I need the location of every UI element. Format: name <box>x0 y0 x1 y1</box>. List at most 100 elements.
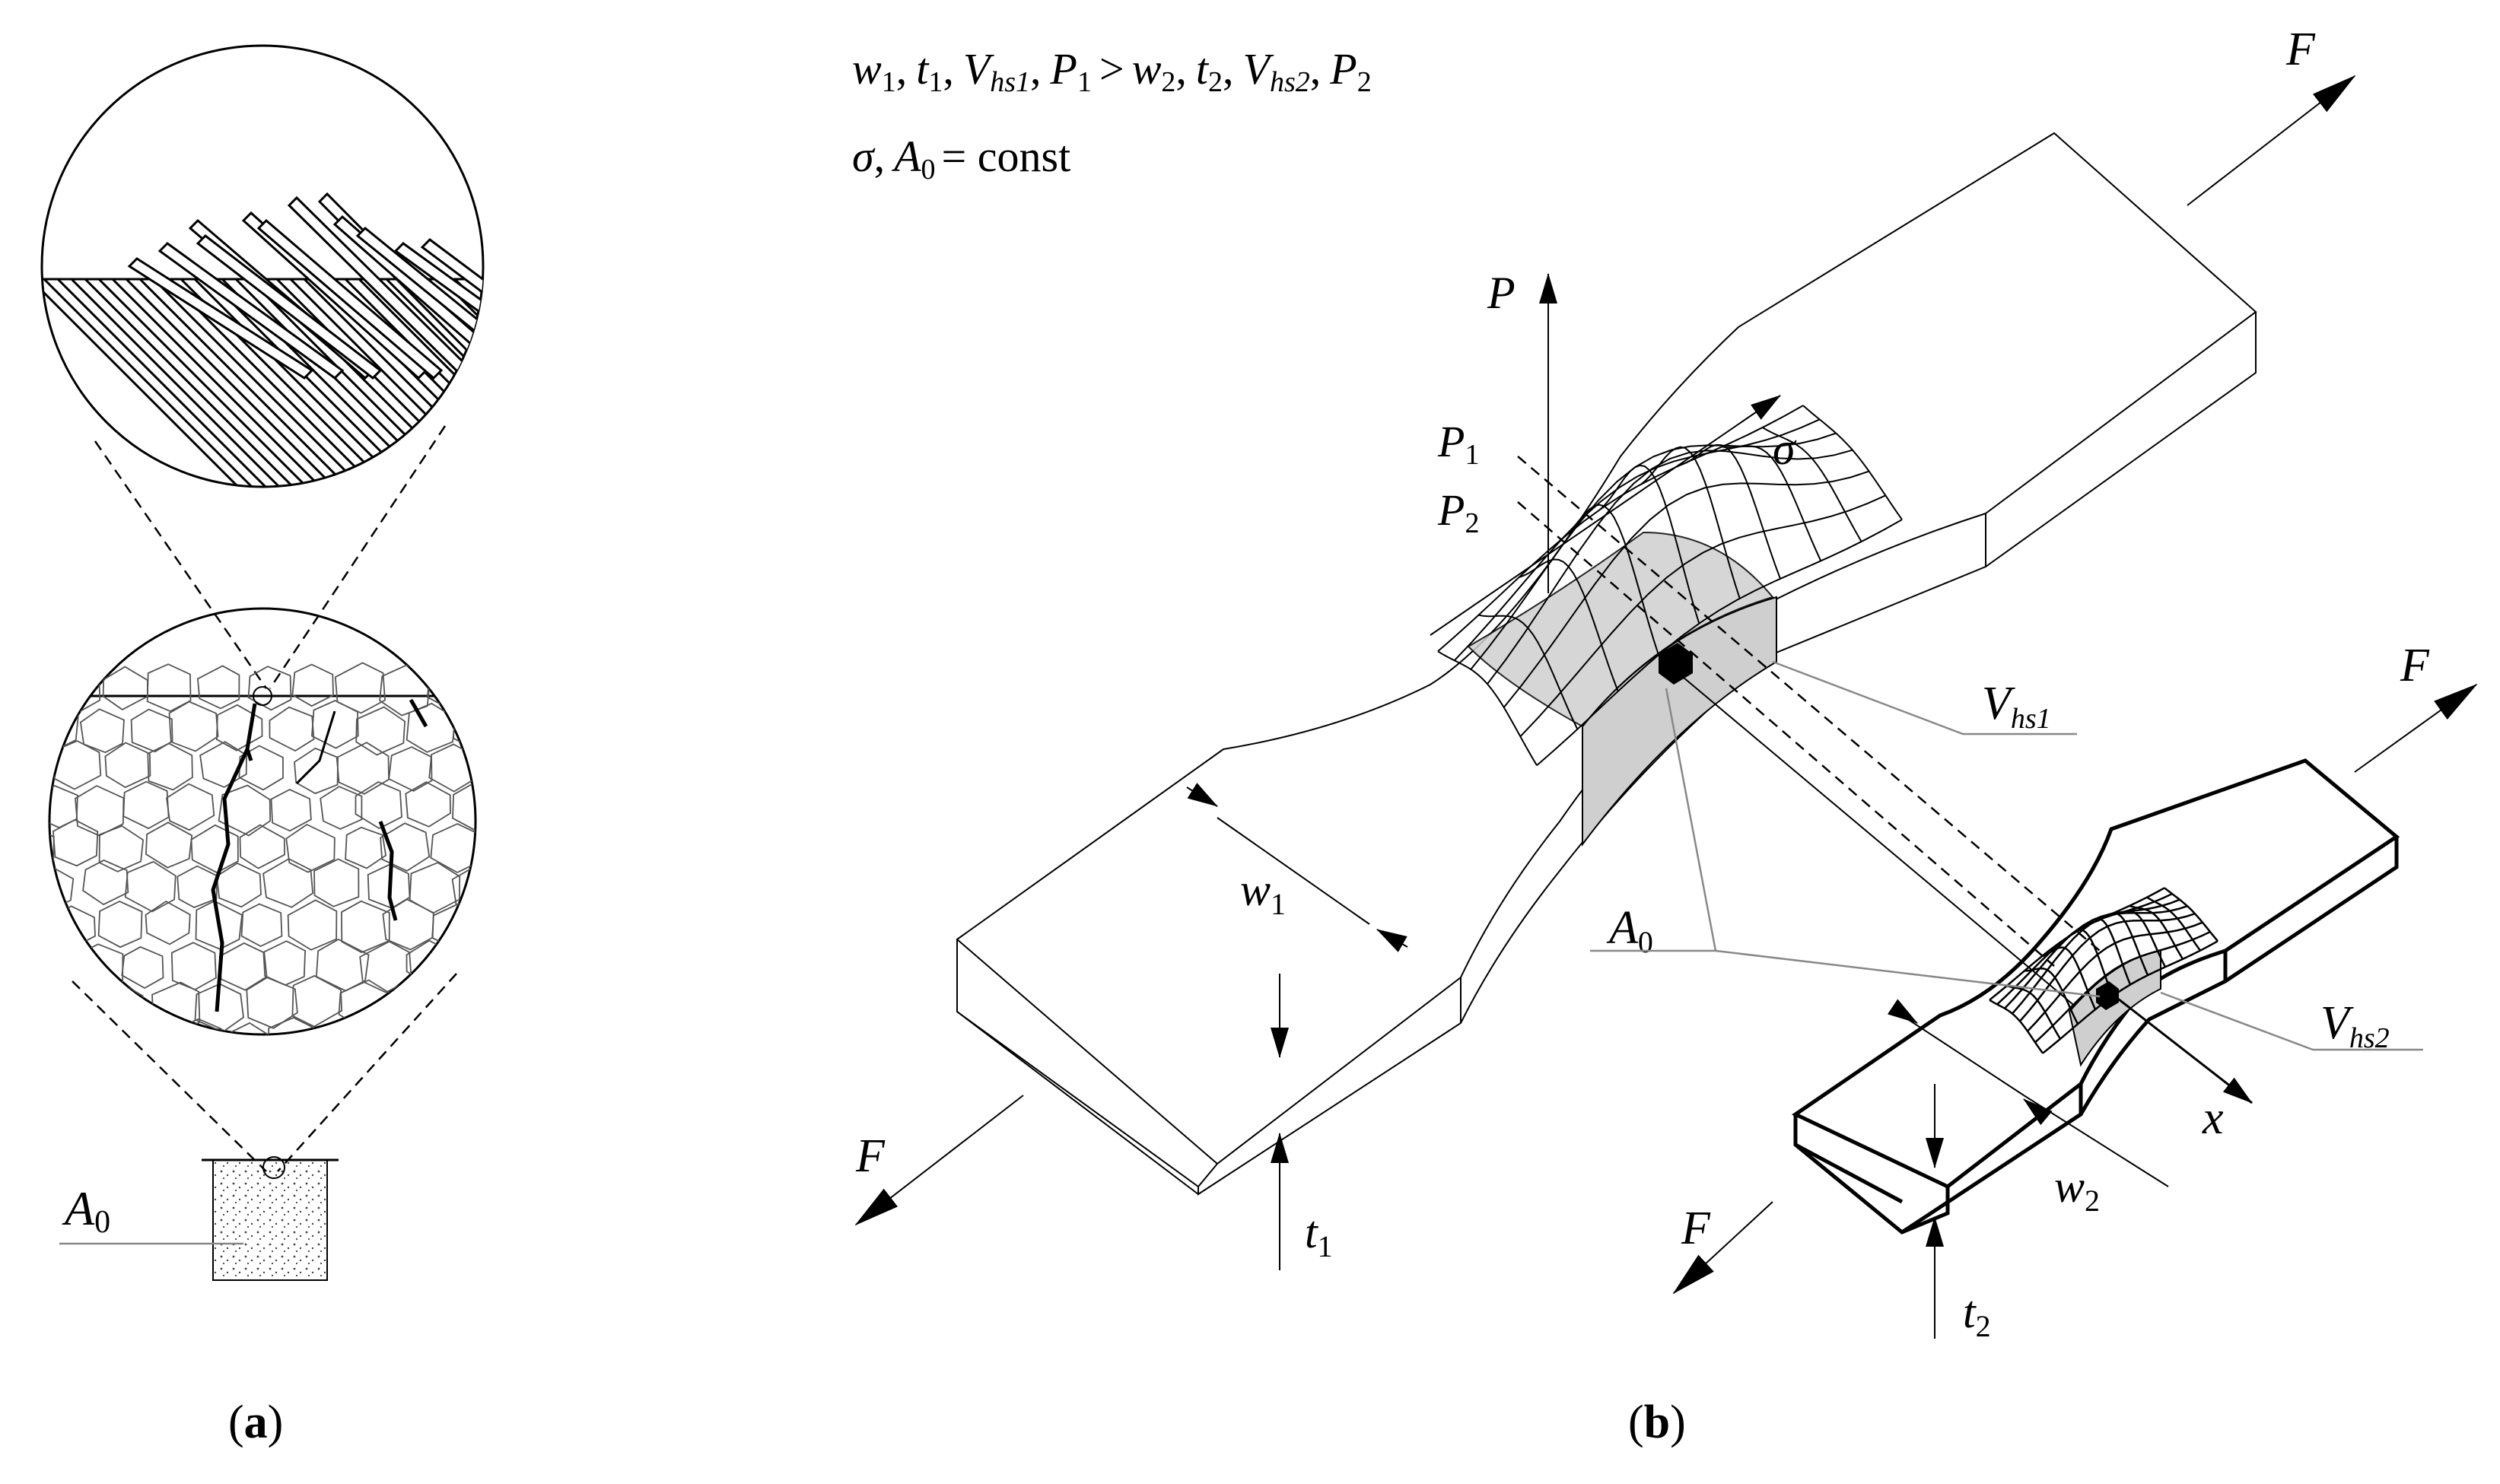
grain <box>146 663 192 713</box>
stress-mesh-small <box>1989 887 2219 1054</box>
element-cube-large <box>1659 643 1693 685</box>
grain <box>177 865 218 908</box>
axis-sigma-large <box>1430 395 1781 636</box>
axis-p-label: P <box>1487 268 1516 318</box>
grain <box>215 704 263 752</box>
grain <box>168 701 219 752</box>
large-front-face <box>1198 977 1462 1196</box>
axis-x <box>2114 995 2253 1104</box>
grain <box>313 858 360 907</box>
grain <box>382 898 434 951</box>
grain <box>49 864 75 910</box>
grain <box>83 1025 128 1034</box>
branch-crack <box>295 710 336 785</box>
grain <box>388 746 433 792</box>
slip-bands <box>42 192 483 487</box>
force-arrow-small-left <box>1672 1201 1773 1295</box>
grain <box>49 978 60 1031</box>
grain <box>170 942 217 990</box>
grain <box>244 1063 292 1111</box>
level-p1-label: P1 <box>1437 417 1479 471</box>
grain <box>383 1064 425 1106</box>
large-specimen: P σ P1 P2 w1 t1 F F V <box>854 24 2356 1270</box>
grain <box>49 666 52 711</box>
cross-section-specimen <box>202 1156 339 1281</box>
grain-microstructure-circle <box>48 607 552 1111</box>
grain <box>124 860 177 913</box>
slip-band <box>196 234 383 380</box>
grain <box>49 901 56 945</box>
grain <box>218 942 268 991</box>
grain <box>345 826 387 869</box>
grain <box>294 747 339 795</box>
grain <box>104 742 151 789</box>
axis-x-label: x <box>2202 1092 2224 1144</box>
grain <box>380 822 431 872</box>
grain <box>150 1060 197 1107</box>
grain <box>166 783 215 831</box>
condition-line-2: σ,A0= const <box>852 132 1070 186</box>
grain <box>51 661 101 713</box>
grain <box>145 821 193 869</box>
grain <box>336 742 390 795</box>
grain <box>49 699 80 751</box>
grain <box>125 1025 168 1034</box>
vhs2-label: Vhs2 <box>2320 997 2390 1054</box>
magnification-line-left <box>94 440 268 689</box>
grain <box>285 823 336 873</box>
slip-band <box>393 242 483 380</box>
grain <box>56 978 107 1030</box>
force-label-top-right: F <box>2285 24 2316 75</box>
grain <box>291 1059 342 1110</box>
area-a0-callout: A0 <box>1590 688 2101 998</box>
grain <box>504 944 552 992</box>
grain <box>238 745 284 791</box>
grain <box>355 780 402 830</box>
grain <box>49 1023 79 1034</box>
grain <box>195 1060 243 1107</box>
grain <box>485 987 527 1029</box>
w2-dimension-line <box>1901 1015 2024 1096</box>
grain <box>476 1063 521 1107</box>
w1-dimension-line <box>1217 817 1370 925</box>
grain <box>501 785 545 831</box>
caption-b: (b) <box>1628 1397 1686 1448</box>
grain <box>453 939 476 987</box>
slip-band <box>420 238 483 380</box>
slip-band <box>127 257 314 380</box>
caption-a: (a) <box>228 1397 283 1448</box>
level-p2-line <box>1517 501 2055 967</box>
magnification-line-right <box>269 425 447 689</box>
small-specimen: x w2 t2 F F Vhs2 <box>1672 640 2478 1343</box>
grain <box>405 781 451 828</box>
grain <box>510 863 550 905</box>
grain <box>338 979 391 1031</box>
grain <box>171 1018 226 1034</box>
grain <box>79 708 125 754</box>
grain <box>452 780 476 834</box>
grain <box>474 821 476 869</box>
grain <box>471 663 476 712</box>
grain <box>190 824 239 874</box>
vhs1-label: Vhs1 <box>1982 678 2051 735</box>
force-arrow-bottom-left <box>854 1095 1024 1226</box>
grain <box>240 903 283 948</box>
grain <box>340 900 390 954</box>
grain <box>98 825 145 872</box>
grain <box>218 784 272 837</box>
area-label: A0 <box>62 1181 110 1240</box>
grain <box>97 984 145 1030</box>
grain <box>98 1060 142 1102</box>
grain <box>428 743 476 793</box>
grain <box>122 780 170 830</box>
grain <box>147 742 193 791</box>
level-p2-label: P2 <box>1437 485 1479 539</box>
magnification-line-right-lower <box>277 973 457 1172</box>
grain <box>82 859 129 906</box>
grain <box>49 825 55 871</box>
grain <box>49 944 76 992</box>
small-top-face <box>1791 758 2400 1189</box>
grain <box>246 977 298 1029</box>
grain-boundaries <box>49 661 552 1111</box>
